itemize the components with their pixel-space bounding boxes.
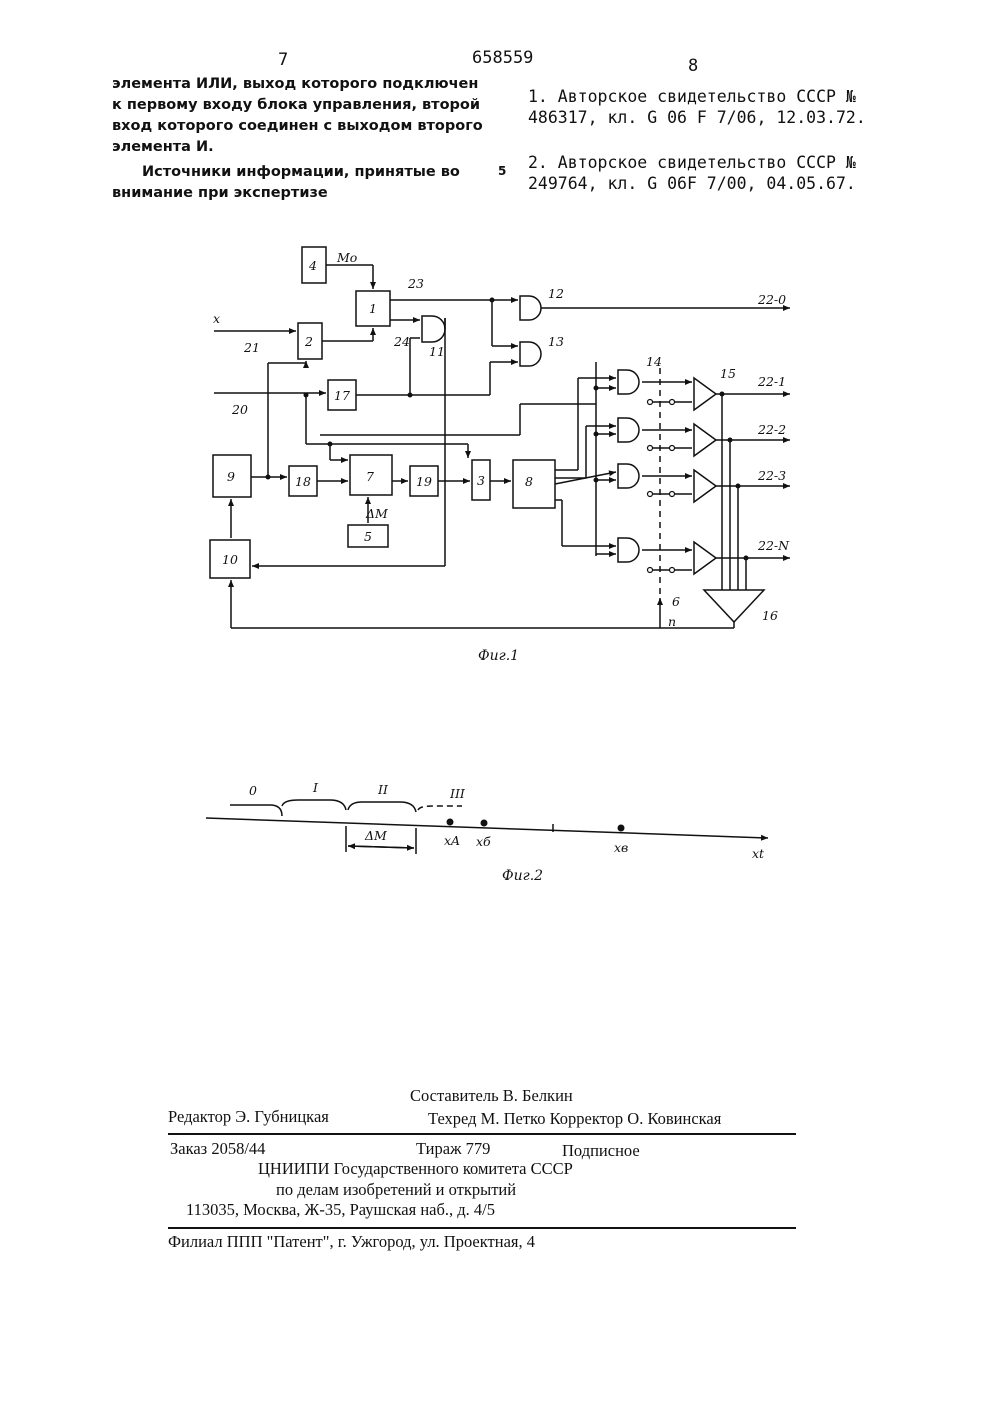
label-output-22-0: 22-0 <box>757 292 786 307</box>
label-point-xb: xб <box>476 834 491 849</box>
label-delta-m: ΔM <box>365 506 389 521</box>
label-6: 6 <box>672 594 680 609</box>
amplifier-15-3 <box>694 470 716 502</box>
label-block-9: 9 <box>227 469 235 484</box>
label-output-22-n: 22-N <box>757 538 790 553</box>
and-gate-14-1 <box>618 370 639 394</box>
label-block-1: 1 <box>369 301 377 316</box>
imprint-rule-top <box>168 1133 796 1135</box>
label-block-19: 19 <box>416 474 432 489</box>
and-gate-12 <box>520 296 541 320</box>
label-gate-11: 11 <box>429 344 445 359</box>
label-block-18: 18 <box>295 474 311 489</box>
label-point-xv: xв <box>614 840 628 855</box>
imprint-subscription: Подписное <box>562 1141 640 1161</box>
label-fig2-delta-m: ΔM <box>364 828 388 843</box>
label-zone-iii: III <box>449 786 466 801</box>
and-gate-14-3 <box>618 464 639 488</box>
and-gate-14-4 <box>618 538 639 562</box>
fig1-junctions <box>266 298 749 561</box>
label-m0: Mo <box>336 250 357 265</box>
label-block-5: 5 <box>364 529 372 544</box>
fig2-caption: Фиг.2 <box>502 868 543 884</box>
label-n: n <box>668 614 676 629</box>
label-gate-14: 14 <box>646 354 662 369</box>
imprint-address: 113035, Москва, Ж-35, Раушская наб., д. … <box>186 1200 495 1220</box>
label-gate-12: 12 <box>548 286 564 301</box>
imprint-circulation: Тираж 779 <box>416 1139 490 1159</box>
and-gate-11 <box>422 316 445 342</box>
label-point-xa: xA <box>444 833 460 848</box>
label-block-7: 7 <box>366 469 374 484</box>
and-gate-13 <box>520 342 541 366</box>
label-output-22-2: 22-2 <box>757 422 786 437</box>
imprint-order: Заказ 2058/44 <box>170 1139 265 1159</box>
fig1-caption: Фиг.1 <box>478 648 519 664</box>
label-block-17: 17 <box>334 388 350 403</box>
label-block-2: 2 <box>304 334 313 349</box>
fig2-labels: 0 I II III ΔM xA xб xв xt <box>249 780 765 861</box>
imprint-composer: Составитель В. Белкин <box>410 1086 573 1106</box>
label-input-x: x <box>213 311 220 326</box>
label-zone-ii: II <box>377 782 389 797</box>
imprint-editor: Редактор Э. Губницкая <box>168 1107 329 1127</box>
and-gate-14-2 <box>618 418 639 442</box>
label-axis-xt: xt <box>752 846 765 861</box>
imprint-branch: Филиал ППП "Патент", г. Ужгород, ул. Про… <box>168 1232 535 1252</box>
label-output-22-1: 22-1 <box>757 374 786 389</box>
imprint-org-2: по делам изобретений и открытий <box>276 1180 516 1200</box>
label-input-20: 20 <box>231 402 248 417</box>
amplifier-15-4 <box>694 542 716 574</box>
fig1-diagram <box>210 247 790 628</box>
label-24: 24 <box>393 334 410 349</box>
block-8 <box>513 460 555 508</box>
label-block-4: 4 <box>308 258 317 273</box>
imprint-techred-corrector: Техред М. Петко Корректор О. Ковинская <box>428 1109 721 1129</box>
label-23: 23 <box>407 276 424 291</box>
label-input-21: 21 <box>243 340 260 355</box>
label-amplifier-15: 15 <box>720 366 736 381</box>
combiner-16 <box>704 590 764 622</box>
label-block-3: 3 <box>477 473 485 488</box>
label-zone-0: 0 <box>249 783 257 798</box>
imprint-rule-bottom <box>168 1227 796 1229</box>
label-combiner-16: 16 <box>762 608 778 623</box>
label-block-10: 10 <box>222 552 238 567</box>
label-output-22-3: 22-3 <box>757 468 786 483</box>
label-gate-13: 13 <box>548 334 564 349</box>
fig1-wire-labels: x 21 20 Mo ΔM 11 12 13 14 15 16 23 24 6 … <box>213 250 790 629</box>
amplifier-15-1 <box>694 378 716 410</box>
label-block-8: 8 <box>525 474 533 489</box>
fig1-contacts <box>648 400 675 573</box>
label-zone-i: I <box>312 780 319 795</box>
amplifier-15-2 <box>694 424 716 456</box>
imprint-org-1: ЦНИИПИ Государственного комитета СССР <box>258 1159 573 1179</box>
